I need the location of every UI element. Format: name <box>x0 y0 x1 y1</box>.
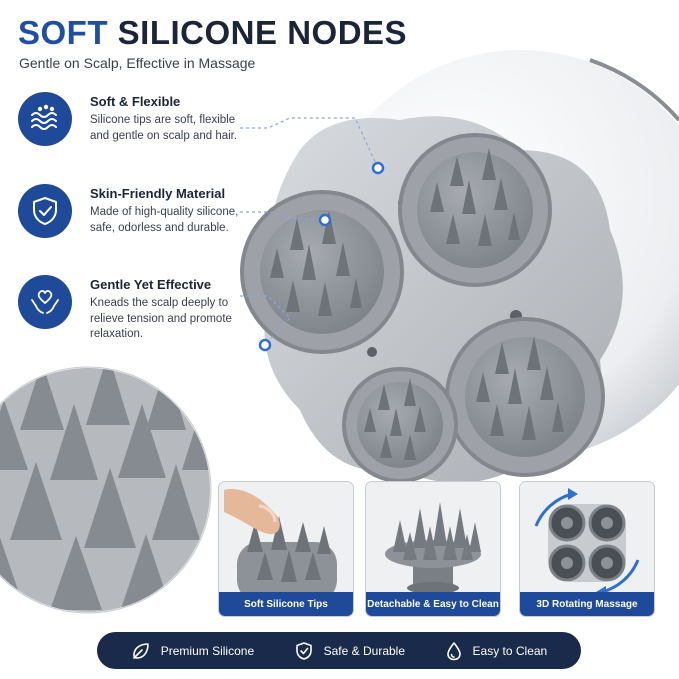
feature-description: Silicone tips are soft, flexible and gen… <box>90 114 238 142</box>
feature-soft-flexible: Soft & Flexible Silicone tips are soft, … <box>18 92 238 172</box>
massage-head <box>342 367 458 483</box>
card-caption: Soft Silicone Tips <box>219 592 353 616</box>
waves-icon <box>18 92 72 146</box>
bar-item-label: Safe & Durable <box>323 643 406 658</box>
page-subtitle: Gentle on Scalp, Effective in Massage <box>19 55 256 71</box>
bar-item-safe-durable: Safe & Durable <box>294 641 405 661</box>
feature-description: Made of high-quality silicone, safe, odo… <box>90 206 239 234</box>
shield-check-icon <box>18 184 72 238</box>
card-3d-rotating: 3D Rotating Massage <box>520 482 654 616</box>
massage-head <box>240 190 404 354</box>
zoom-detail <box>0 366 212 614</box>
bar-item-label: Easy to Clean <box>472 643 548 658</box>
rotate-arrow-icon <box>534 492 573 527</box>
feature-description: Kneads the scalp deeply to relieve tensi… <box>90 297 232 340</box>
card-caption: Detachable & Easy to Clean <box>366 592 500 616</box>
massage-head <box>445 317 605 477</box>
droplet-icon <box>446 641 461 660</box>
bar-item-premium-silicone: Premium Silicone <box>131 641 254 661</box>
callout-dot <box>258 161 385 352</box>
massage-head <box>398 133 552 287</box>
callout-lines <box>240 117 379 346</box>
card-caption: 3D Rotating Massage <box>520 592 654 616</box>
page-title: SOFT SILICONE NODES <box>18 14 407 52</box>
bar-item-easy-clean: Easy to Clean <box>445 641 548 661</box>
feature-title: Soft & Flexible <box>90 94 181 109</box>
feature-bar: Premium Silicone Safe & Durable Easy to … <box>97 632 581 669</box>
heart-hands-icon <box>18 275 72 329</box>
feature-gentle-effective: Gentle Yet Effective Kneads the scalp de… <box>18 275 238 355</box>
title-highlight: SOFT <box>18 14 108 51</box>
shield-check-icon <box>295 641 312 660</box>
title-main: SILICONE NODES <box>117 14 408 51</box>
rotate-arrow-icon <box>601 559 640 594</box>
card-detachable: Detachable & Easy to Clean <box>366 482 500 616</box>
feature-title: Skin-Friendly Material <box>90 186 226 201</box>
card-soft-silicone-tips: Soft Silicone Tips <box>219 482 353 616</box>
leaf-icon <box>132 642 149 659</box>
feature-skin-friendly: Skin-Friendly Material Made of high-qual… <box>18 184 238 264</box>
bar-item-label: Premium Silicone <box>160 643 255 658</box>
screw-icon <box>367 347 377 357</box>
feature-title: Gentle Yet Effective <box>90 277 212 292</box>
